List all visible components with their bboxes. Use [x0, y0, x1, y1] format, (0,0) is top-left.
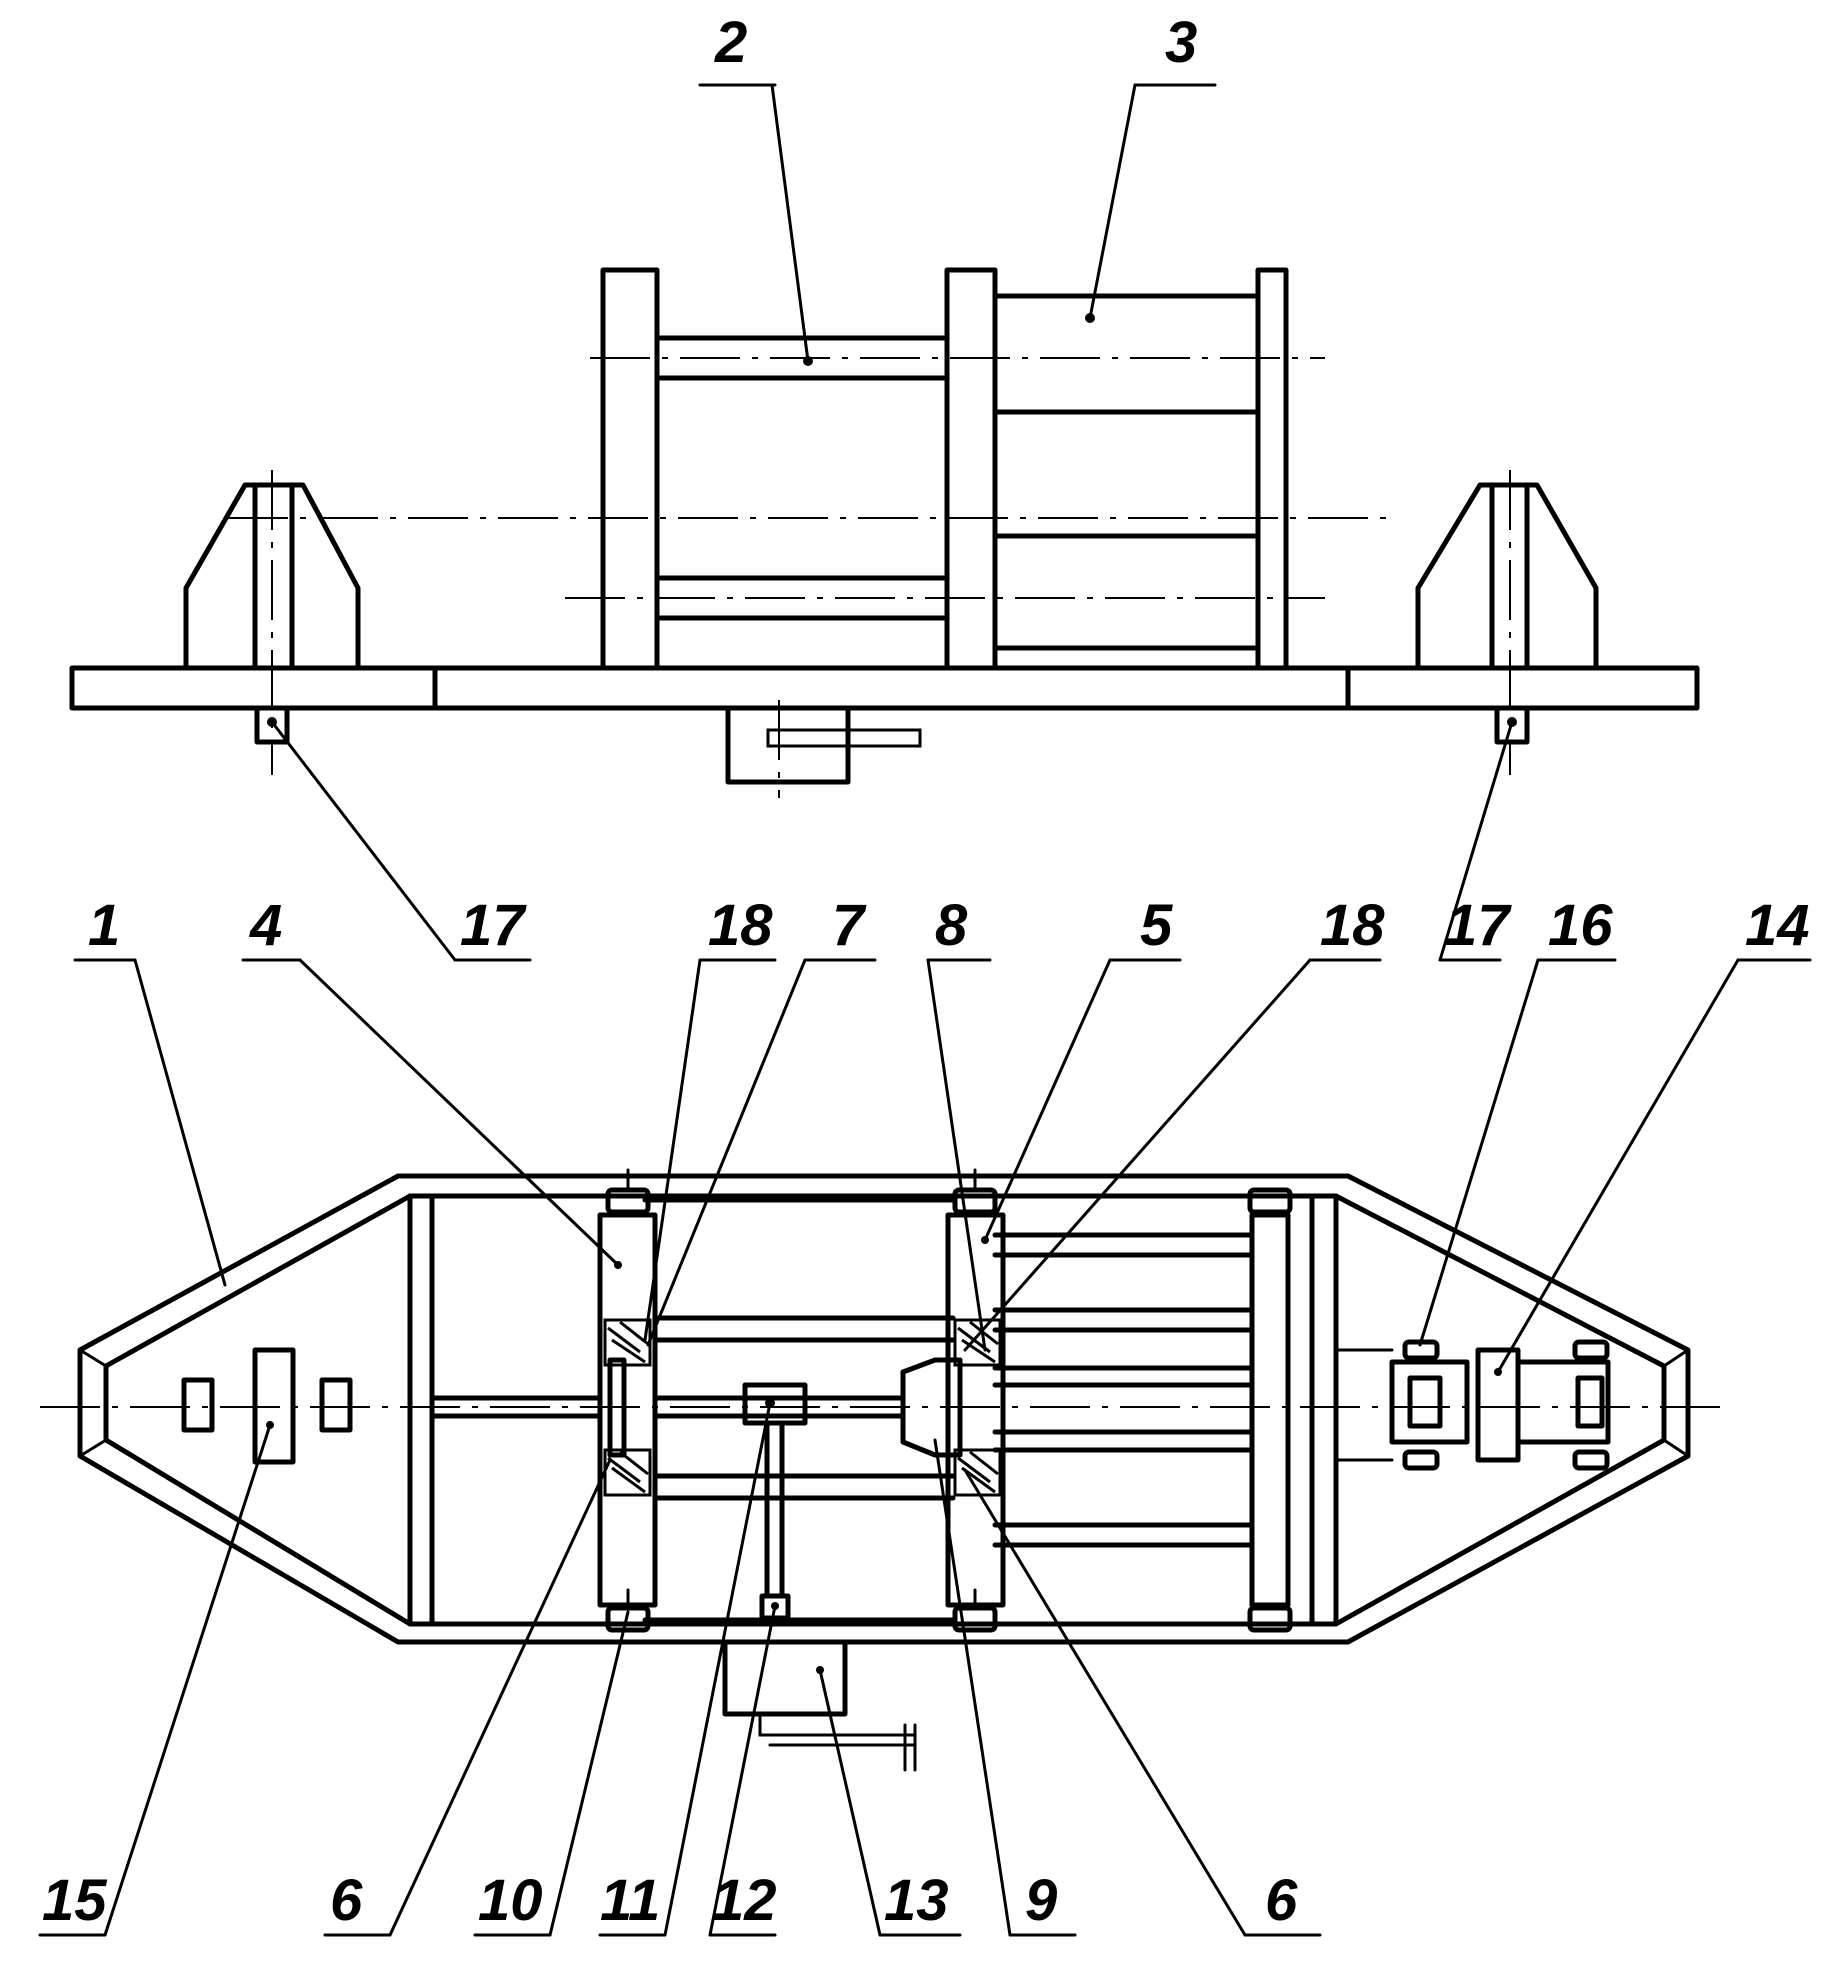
part-2-frame — [657, 338, 947, 618]
label-15: 15 — [42, 1868, 107, 1933]
column-middle — [947, 270, 995, 668]
part-labels: 2 3 17 1 4 18 7 8 5 18 17 16 14 15 6 10 … — [42, 10, 1810, 1933]
control-block-right — [322, 1380, 350, 1430]
label-11: 11 — [600, 1868, 660, 1933]
label-4: 4 — [249, 893, 282, 958]
leader-lines — [40, 85, 1810, 1935]
label-8: 8 — [935, 893, 968, 958]
label-6-left: 6 — [330, 1868, 363, 1933]
column-right — [1258, 270, 1286, 668]
label-6-right: 6 — [1265, 1868, 1298, 1933]
control-block-left — [184, 1380, 212, 1430]
label-1: 1 — [88, 893, 120, 958]
label-10: 10 — [478, 1868, 543, 1933]
carriage-4 — [600, 1170, 655, 1630]
label-9: 9 — [1025, 1868, 1057, 1933]
label-5: 5 — [1140, 893, 1173, 958]
winch-right — [1518, 1342, 1608, 1468]
plan-view — [40, 1170, 1720, 1770]
label-18-left: 18 — [708, 893, 773, 958]
guide-rails — [432, 1200, 1252, 1620]
label-3: 3 — [1165, 10, 1197, 75]
label-13: 13 — [884, 1868, 949, 1933]
label-2: 2 — [714, 10, 747, 75]
carriage-right — [1250, 1190, 1290, 1630]
label-18-right: 18 — [1320, 893, 1385, 958]
carriage-5 — [948, 1170, 1003, 1630]
label-14: 14 — [1745, 893, 1810, 958]
hull-inner — [106, 1196, 1664, 1624]
drive-14 — [1478, 1350, 1518, 1460]
side-elevation-view — [72, 270, 1697, 798]
label-16: 16 — [1548, 893, 1613, 958]
base-plate — [72, 668, 1697, 708]
label-17-bottom: 17 — [1445, 893, 1512, 958]
right-support — [1418, 485, 1596, 668]
winch-16 — [1392, 1342, 1467, 1468]
label-17-top: 17 — [460, 893, 527, 958]
column-left — [603, 270, 657, 668]
label-12: 12 — [712, 1868, 777, 1933]
label-7: 7 — [832, 893, 867, 958]
part-3-frame — [995, 296, 1258, 648]
